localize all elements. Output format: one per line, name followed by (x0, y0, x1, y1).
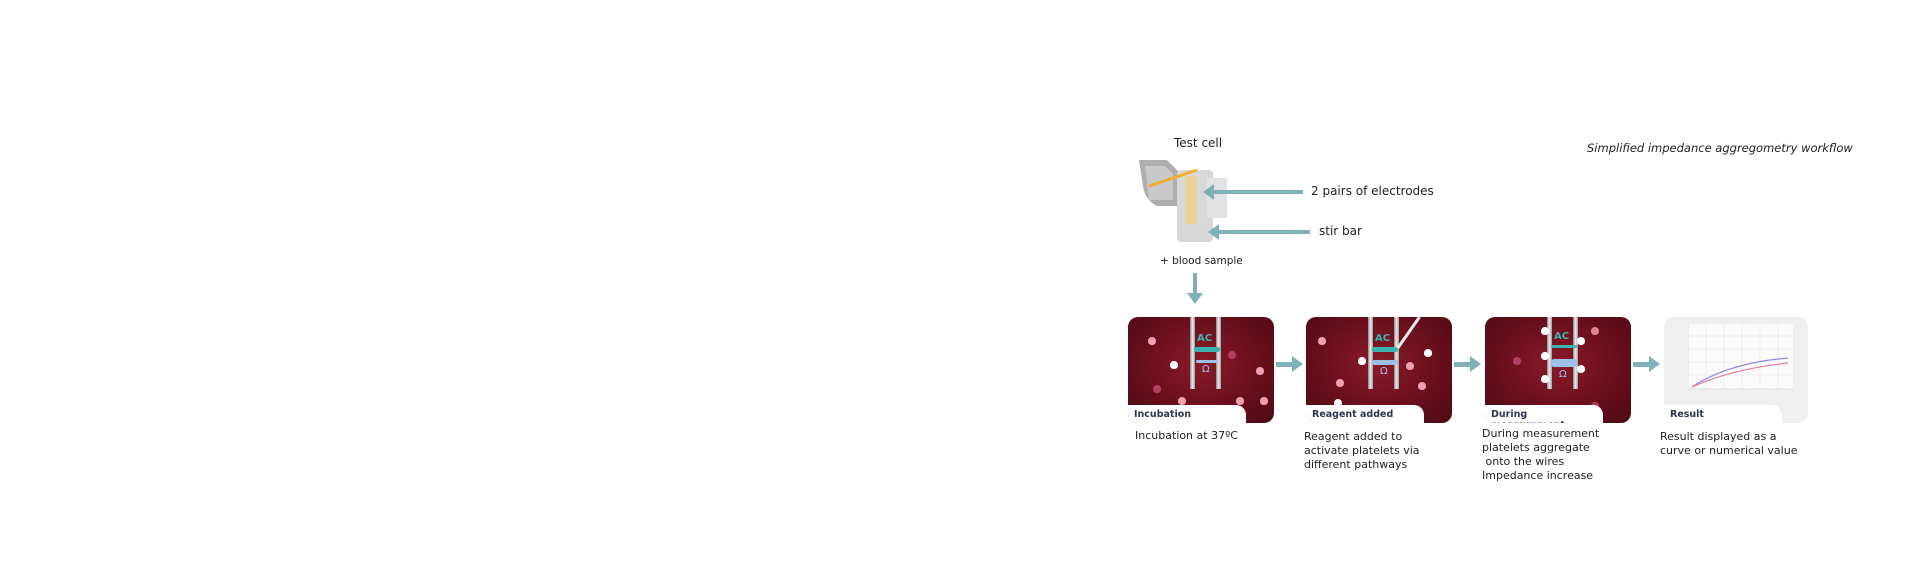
blood-sample-label: + blood sample (1160, 255, 1243, 267)
step-description: Reagent added to activate platelets via … (1304, 430, 1420, 471)
step-description: During measurement platelets aggregate o… (1482, 427, 1600, 482)
flow-arrow (1276, 356, 1303, 372)
step-measurement-panel: AC Ω During measurement (1485, 317, 1631, 423)
flow-arrow (1454, 356, 1481, 372)
step-result-panel: Result (1664, 317, 1808, 423)
electrodes-label: 2 pairs of electrodes (1311, 184, 1434, 198)
ohm-label: Ω (1380, 366, 1388, 377)
diagram-title: Simplified impedance aggregometry workfl… (1587, 141, 1853, 155)
stir-bar-arrow (1208, 224, 1310, 240)
ac-label: AC (1375, 333, 1391, 344)
step-description: Result displayed as a curve or numerical… (1660, 430, 1798, 457)
ac-label: AC (1554, 331, 1570, 342)
result-chart (1688, 323, 1794, 390)
stir-bar-label: stir bar (1319, 224, 1362, 238)
ohm-label: Ω (1559, 369, 1567, 380)
ohm-label: Ω (1202, 364, 1210, 375)
step-label: Reagent added (1306, 405, 1424, 423)
step-label: Result (1664, 405, 1782, 423)
down-arrow (1187, 273, 1203, 304)
electrodes-arrow (1203, 184, 1303, 200)
ac-label: AC (1197, 333, 1213, 344)
step-label: Incubation (1128, 405, 1246, 423)
flow-arrow (1633, 356, 1660, 372)
step-label: During measurement (1485, 405, 1603, 423)
step-incubation-panel: AC Ω Incubation (1128, 317, 1274, 423)
step-reagent-panel: AC Ω Reagent added (1306, 317, 1452, 423)
test-cell-title: Test cell (1174, 136, 1223, 150)
step-description: Incubation at 37ºC (1135, 429, 1238, 442)
